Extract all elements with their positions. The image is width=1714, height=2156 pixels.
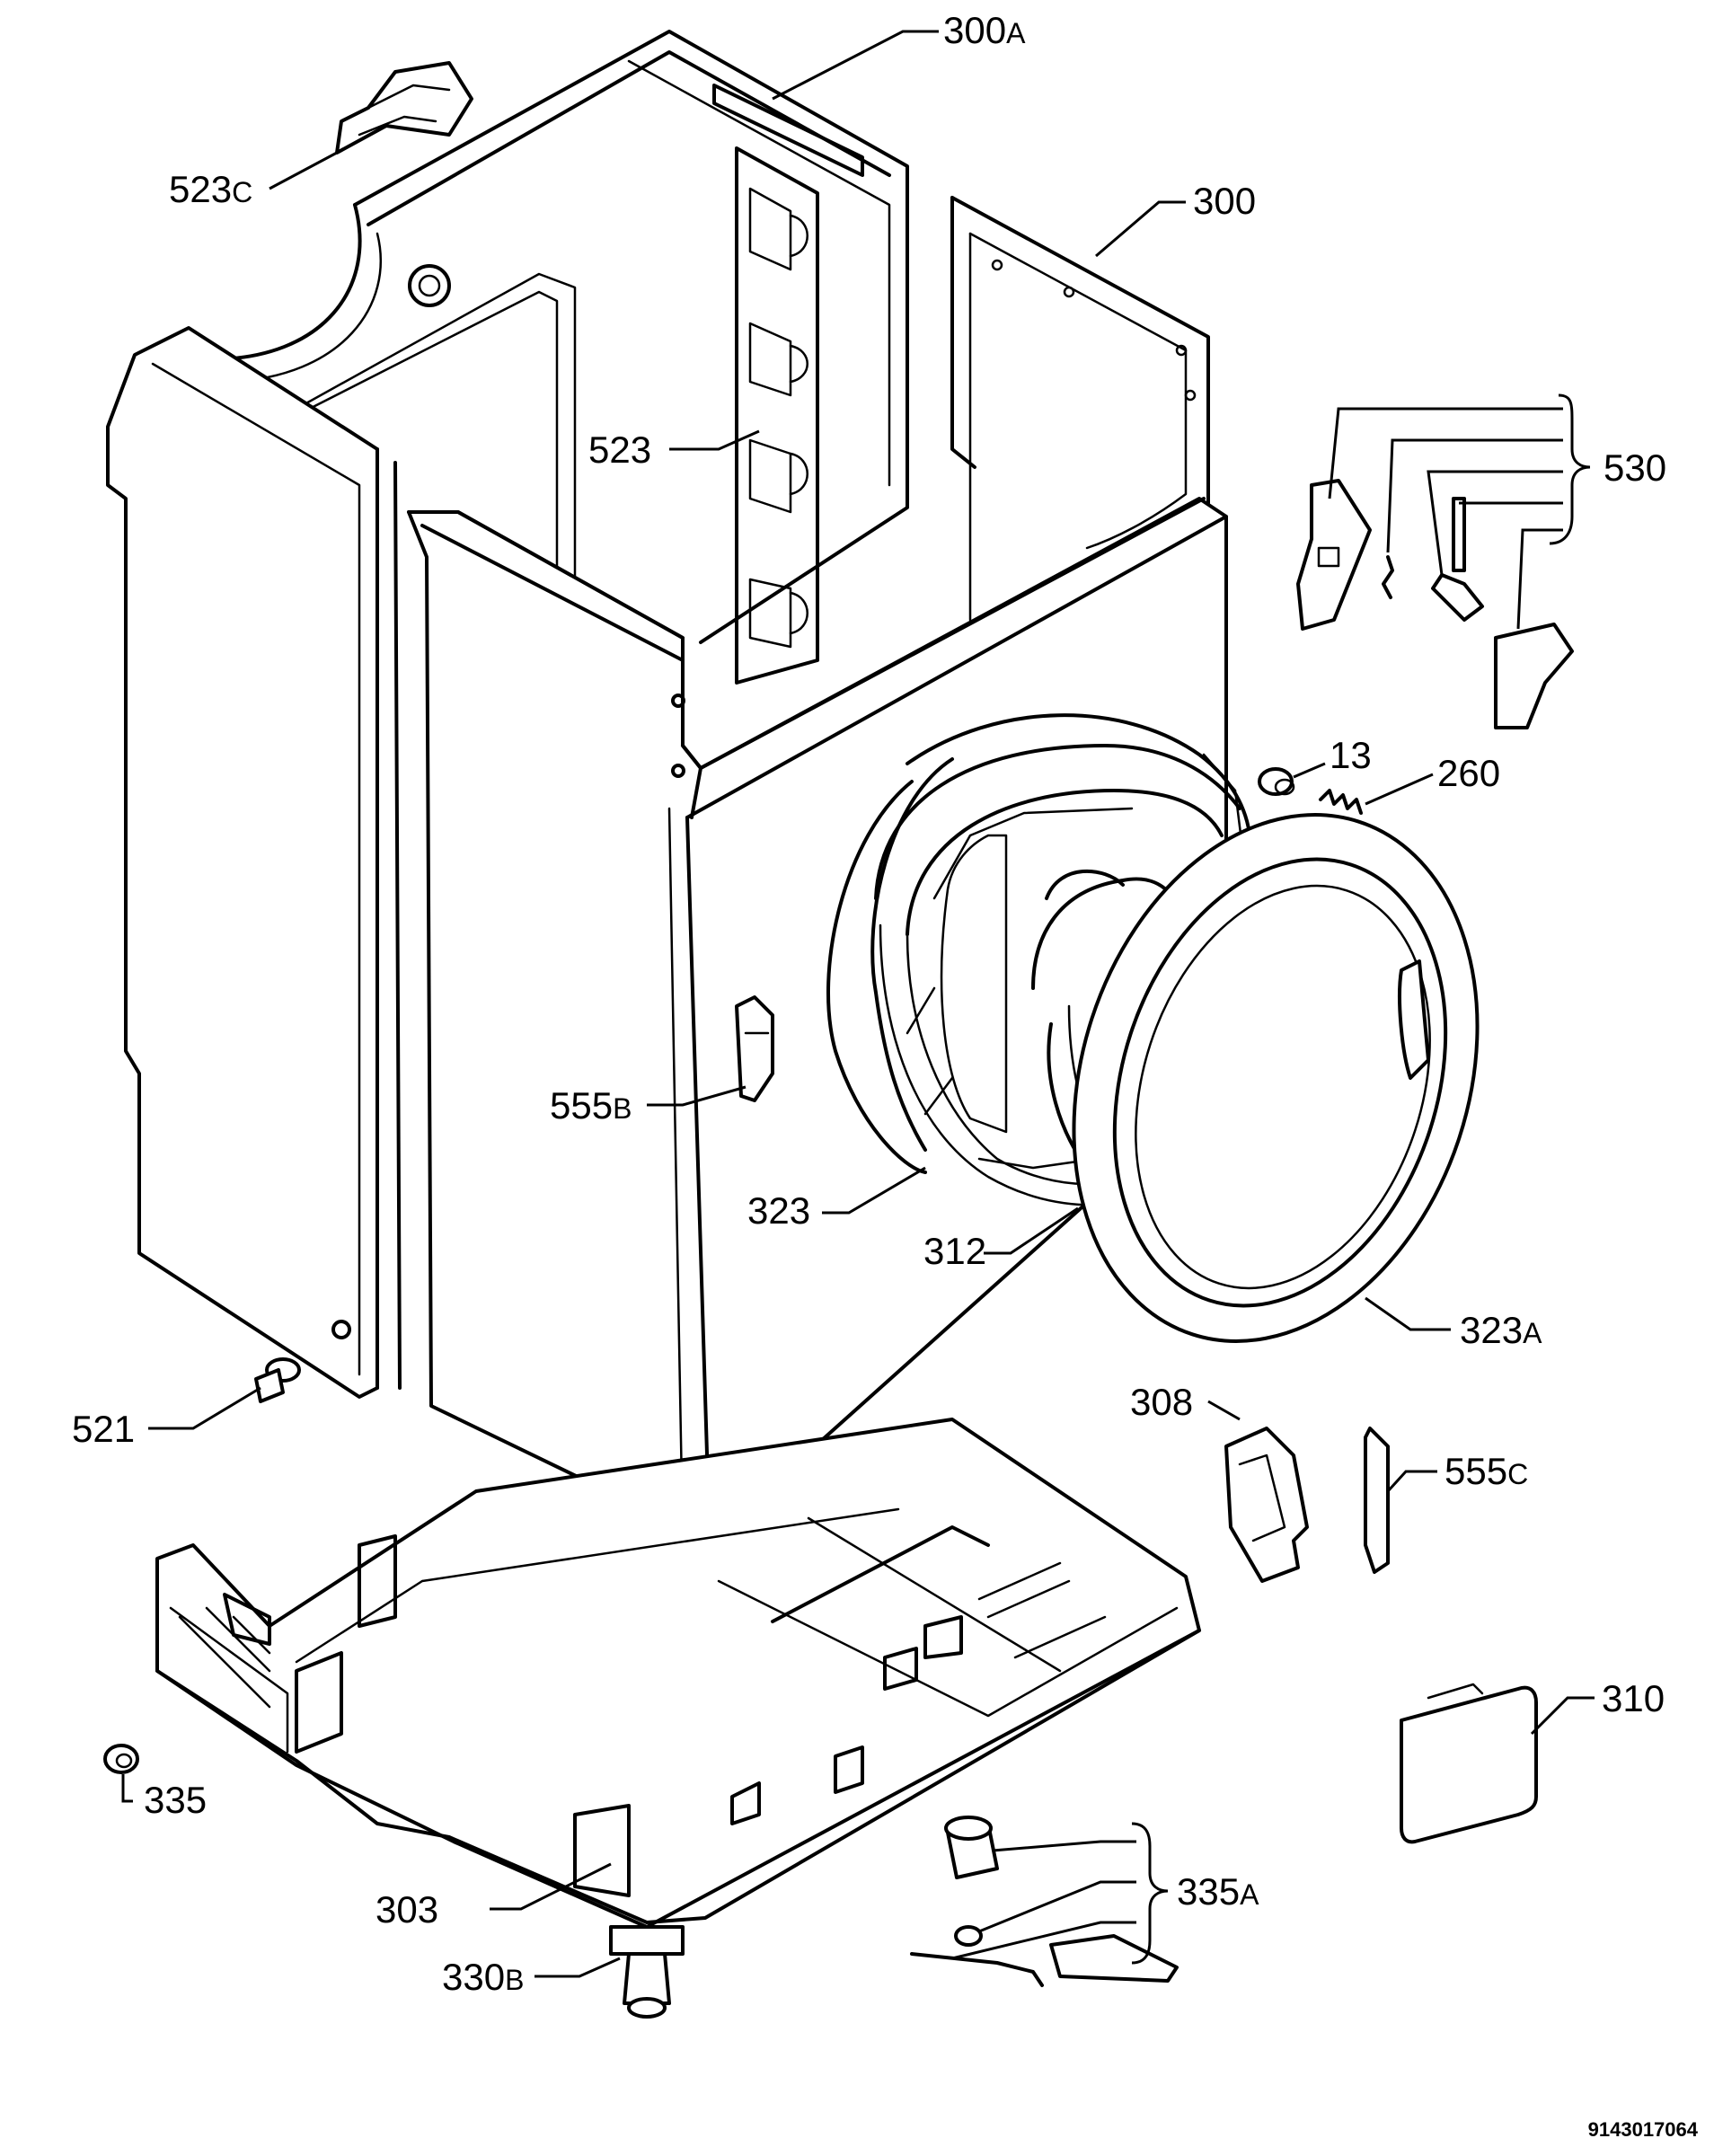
label-300a: 300A <box>943 9 1026 51</box>
label-323a: 323A <box>1460 1309 1542 1351</box>
label-523: 523 <box>588 429 651 471</box>
label-300: 300 <box>1193 180 1256 222</box>
label-330b: 330B <box>442 1956 524 1998</box>
label-323: 323 <box>747 1189 810 1232</box>
label-555c: 555C <box>1445 1450 1528 1492</box>
label-335a: 335A <box>1177 1870 1259 1913</box>
label-521: 521 <box>72 1408 135 1450</box>
small-parts-drawing <box>103 61 1574 1987</box>
label-260: 260 <box>1437 752 1500 794</box>
label-13: 13 <box>1330 734 1372 776</box>
label-523c: 523C <box>169 168 252 210</box>
label-555b: 555B <box>550 1084 632 1127</box>
leader-lines <box>121 30 1595 1978</box>
label-312: 312 <box>923 1230 986 1272</box>
label-310: 310 <box>1602 1677 1665 1719</box>
cabinet-drawing <box>106 30 1480 1542</box>
label-335: 335 <box>144 1779 207 1821</box>
part-labels: 300A 523C 300 530 523 13 260 555B 323 31… <box>72 9 1699 2141</box>
label-303: 303 <box>375 1888 438 1931</box>
drawing-code: 9143017064 <box>1588 2118 1699 2141</box>
base-frame-drawing <box>155 1418 1201 2019</box>
label-530: 530 <box>1604 446 1666 489</box>
label-308: 308 <box>1130 1381 1193 1423</box>
